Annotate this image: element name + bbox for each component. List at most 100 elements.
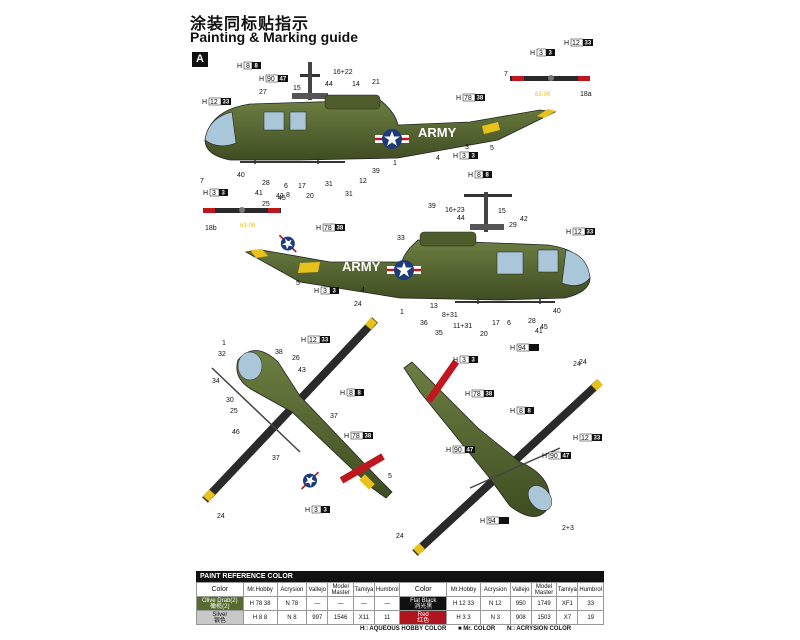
callout-label: 16+23 bbox=[445, 207, 465, 214]
svg-text:H: H bbox=[453, 153, 458, 160]
svg-text:H: H bbox=[480, 518, 485, 525]
callout-label: 5 bbox=[388, 473, 392, 480]
svg-text:78: 78 bbox=[324, 225, 332, 232]
callout-label: 38 bbox=[275, 349, 283, 356]
callout-label: 5 bbox=[296, 280, 300, 287]
callout-label: 28 bbox=[528, 318, 536, 325]
callout-label: 3 bbox=[465, 144, 469, 151]
svg-text:3: 3 bbox=[212, 190, 216, 197]
callout-label: 1 bbox=[222, 340, 226, 347]
svg-text:8: 8 bbox=[528, 409, 532, 415]
callout-label: 25 bbox=[262, 201, 270, 208]
svg-text:3: 3 bbox=[549, 51, 553, 57]
cell-vallejo: 997 bbox=[306, 610, 329, 625]
cell-vallejo: 908 bbox=[509, 610, 532, 625]
marking-illustration: ARMY 63-06 ARMY 63-06 bbox=[200, 38, 603, 556]
svg-text:33: 33 bbox=[223, 100, 230, 106]
col-color: Color bbox=[196, 582, 244, 597]
svg-text:47: 47 bbox=[563, 454, 570, 460]
svg-text:33: 33 bbox=[594, 436, 601, 442]
svg-text:3: 3 bbox=[222, 191, 226, 197]
cell-acrysion: N 12 bbox=[479, 596, 511, 611]
svg-text:38: 38 bbox=[486, 392, 493, 398]
paint-table-header-row: Color Mr.Hobby Acrysion Vallejo Model Ma… bbox=[196, 582, 604, 597]
cell-acrysion: N 3 bbox=[479, 610, 511, 625]
cell-hobby: H 78 38 bbox=[242, 596, 278, 611]
svg-text:8: 8 bbox=[358, 391, 362, 397]
callout-label: 16+22 bbox=[333, 69, 353, 76]
serial-marking-1: 63-06 bbox=[535, 92, 551, 98]
svg-text:H: H bbox=[344, 433, 349, 440]
callout-label: 4 bbox=[361, 287, 365, 294]
svg-text:8: 8 bbox=[477, 172, 481, 179]
callout-label: 12 bbox=[359, 178, 367, 185]
cell-tamiya: X7 bbox=[556, 610, 579, 625]
svg-text:38: 38 bbox=[477, 96, 484, 102]
col-humbrol: Humbrol bbox=[374, 582, 401, 597]
callout-label: 6 bbox=[284, 183, 288, 190]
callout-label: 36 bbox=[420, 320, 428, 327]
paint-legend: H□ AQUEOUS HOBBY COLOR ■ Mr. COLOR N□ AC… bbox=[360, 626, 581, 632]
svg-text:H: H bbox=[202, 99, 207, 106]
svg-text:12: 12 bbox=[572, 40, 580, 47]
svg-text:78: 78 bbox=[464, 95, 472, 102]
svg-text:H: H bbox=[453, 357, 458, 364]
callout-label: 29 bbox=[509, 222, 517, 229]
paint-reference-table: PAINT REFERENCE COLOR Color Mr.Hobby Acr… bbox=[196, 571, 604, 625]
svg-text:3: 3 bbox=[539, 50, 543, 57]
cell-humbrol: 33 bbox=[577, 596, 604, 611]
cell-hobby: H 12 33 bbox=[446, 596, 481, 611]
callout-label: 43 bbox=[298, 367, 306, 374]
svg-text:90: 90 bbox=[454, 447, 462, 454]
page-title-cn: 涂装同标贴指示 bbox=[190, 14, 310, 33]
svg-text:H: H bbox=[259, 76, 264, 83]
callout-label: 30 bbox=[226, 397, 234, 404]
callout-label: 7 bbox=[504, 71, 508, 78]
cell-vallejo: 950 bbox=[509, 596, 532, 611]
callout-label: 25 bbox=[230, 408, 238, 415]
callout-label: 11+31 bbox=[453, 323, 472, 330]
cell-model-master: 1503 bbox=[530, 610, 558, 625]
callout-label: 15 bbox=[293, 85, 301, 92]
svg-text:H: H bbox=[566, 229, 571, 236]
page-title: Painting & Marking guide bbox=[190, 29, 359, 45]
callout-label: 24 bbox=[217, 513, 225, 520]
svg-text:94: 94 bbox=[518, 345, 526, 352]
svg-text:3: 3 bbox=[462, 153, 466, 160]
callout-label: 17 bbox=[492, 320, 500, 327]
col-vallejo-2: Vallejo bbox=[509, 582, 532, 597]
callout-label: 14 bbox=[352, 81, 360, 88]
legend-acrysion: N□ ACRYSION COLOR bbox=[506, 626, 572, 632]
callout-label: 45 bbox=[278, 195, 286, 202]
col-tamiya-2: Tamiya bbox=[556, 582, 579, 597]
svg-text:47: 47 bbox=[467, 448, 474, 454]
svg-text:90: 90 bbox=[550, 453, 558, 460]
callout-label: 18a bbox=[580, 91, 592, 98]
svg-text:H: H bbox=[316, 225, 321, 232]
legend-mr-color: ■ Mr. COLOR bbox=[457, 626, 496, 632]
svg-text:H: H bbox=[314, 288, 319, 295]
callout-label: 35 bbox=[435, 330, 443, 337]
col-tamiya: Tamiya bbox=[352, 582, 376, 597]
col-vallejo: Vallejo bbox=[306, 582, 329, 597]
callout-label: 42 bbox=[520, 216, 528, 223]
serial-marking-2: 63-06 bbox=[240, 223, 256, 229]
svg-text:12: 12 bbox=[309, 337, 317, 344]
callout-label: 15 bbox=[498, 208, 506, 215]
svg-text:8: 8 bbox=[246, 63, 250, 70]
col-humbrol-2: Humbrol bbox=[577, 582, 604, 597]
callout-label: 8+31 bbox=[442, 312, 458, 319]
army-marking-2: ARMY bbox=[342, 259, 381, 274]
section-badge: A bbox=[192, 52, 208, 67]
